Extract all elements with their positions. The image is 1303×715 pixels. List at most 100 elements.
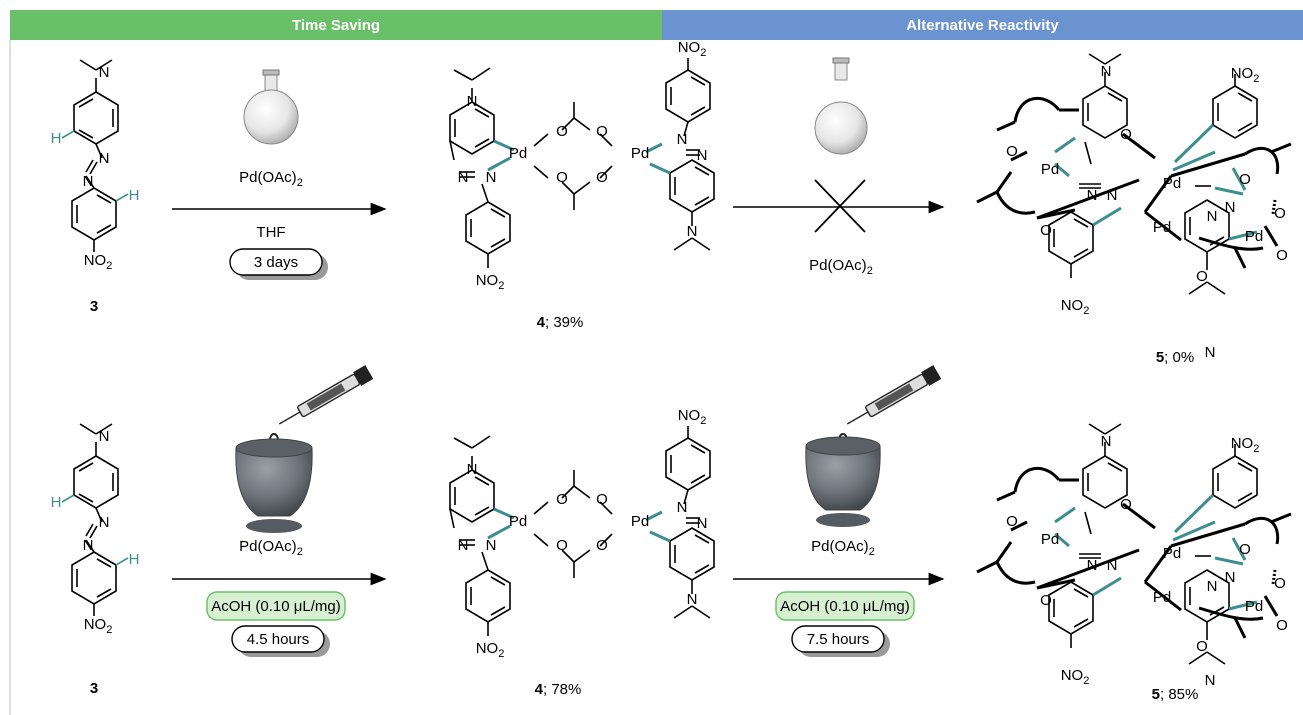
time-badge <box>791 625 885 653</box>
atom-n-amine-left: N <box>467 461 478 478</box>
atom-o-c: O <box>1239 541 1251 558</box>
atom-n-azo-1: N <box>1087 187 1098 204</box>
atom-n-amine-right: N <box>687 223 698 240</box>
atom-n-amine-top: N <box>1101 433 1112 450</box>
compound-5-atoms: N O Pd O N N Pd O N N O Pd Pd O O O N NO… <box>1006 433 1288 689</box>
atom-pd-2: Pd <box>1163 175 1181 192</box>
atom-n-azo-4: N <box>1225 569 1236 586</box>
time-label: 7.5 hours <box>807 631 870 648</box>
atom-o-g: O <box>1196 638 1208 655</box>
step-2-conditions: Pd(OAc)2 <box>733 57 945 277</box>
atom-n-azo-left-2: N <box>486 537 497 554</box>
atom-o-2: O <box>596 491 608 508</box>
time-label: 4.5 hours <box>247 631 310 648</box>
atom-o-d: O <box>1040 222 1052 239</box>
atom-o-c: O <box>1239 171 1251 188</box>
atom-n-azo-right-1: N <box>677 499 688 516</box>
nitro-group: NO2 <box>84 616 113 636</box>
header-time-saving: Time Saving <box>10 10 662 40</box>
atom-n-amine: N <box>99 64 110 81</box>
compound-4-structure <box>448 424 716 638</box>
product-label-5: 5; 0% <box>1156 349 1194 366</box>
atom-n-azo-left-1: N <box>458 537 469 554</box>
atom-n-amine-right: N <box>687 591 698 608</box>
product-label-5: 5; 85% <box>1152 686 1199 703</box>
atom-o-4: O <box>596 537 608 554</box>
atom-n-amine: N <box>99 428 110 445</box>
nitro-group-top: NO2 <box>678 39 707 59</box>
atom-n-azo-1: N <box>99 514 110 531</box>
atom-h-1: H <box>51 494 62 511</box>
atom-pd-right: Pd <box>631 145 649 162</box>
product-label-4: 4; 78% <box>535 681 582 698</box>
atom-n-azo-4: N <box>1225 199 1236 216</box>
atom-h-1: H <box>51 130 62 147</box>
atom-n-azo-2: N <box>1107 187 1118 204</box>
atom-n-azo-2: N <box>83 537 94 554</box>
time-badge <box>229 248 323 276</box>
atom-n-azo-right-2: N <box>697 147 708 164</box>
compound-label-3: 3 <box>90 298 98 315</box>
atom-o-e: O <box>1274 575 1286 592</box>
nitro-group-bottom: NO2 <box>476 640 505 660</box>
mortar-syringe-icon <box>805 365 942 527</box>
atom-o-b: O <box>1120 496 1132 513</box>
row-2: N N N H H NO2 3 <box>51 365 1293 703</box>
compound-4-atoms: N N N Pd Pd O O O O N N N NO2 NO2 <box>458 407 708 660</box>
nitro-group-bottom: NO2 <box>476 272 505 292</box>
reagent-label: Pd(OAc)2 <box>239 169 303 189</box>
step-1-conditions: Pd(OAc)2 AcOH (0.10 μL/mg) 4.5 hours <box>172 365 387 657</box>
atom-n-azo-3: N <box>1207 208 1218 225</box>
nitro-group-top: NO2 <box>1231 435 1260 455</box>
compound-5-atoms: N O Pd O N N Pd O N N O Pd Pd O O O N NO… <box>1006 63 1288 361</box>
atom-o-f: O <box>1276 617 1288 634</box>
atom-pd-4: Pd <box>1245 598 1263 615</box>
time-label: 3 days <box>254 254 298 271</box>
compound-4-structure <box>448 56 716 270</box>
solvent-label: THF <box>256 224 285 241</box>
atom-pd-left: Pd <box>509 145 527 162</box>
reagent-label: Pd(OAc)2 <box>811 538 875 558</box>
atom-o-e: O <box>1274 205 1286 222</box>
additive-label: AcOH (0.10 μL/mg) <box>211 598 341 615</box>
atom-o-f: O <box>1276 247 1288 264</box>
reagent-label: Pd(OAc)2 <box>809 257 873 277</box>
atom-o-1: O <box>556 123 568 140</box>
compound-3-structure <box>61 423 129 617</box>
compound-3-atoms: N N N H H NO2 <box>51 428 140 636</box>
atom-o-d: O <box>1040 592 1052 609</box>
step-2-conditions: Pd(OAc)2 AcOH (0.10 μL/mg) 7.5 hours <box>733 365 945 657</box>
step-1-conditions: Pd(OAc)2 THF 3 days <box>172 69 387 280</box>
additive-badge <box>206 591 346 621</box>
additive-badge <box>775 591 915 621</box>
compound-3-atoms: N N N H H NO2 <box>51 64 140 272</box>
atom-o-2: O <box>596 123 608 140</box>
atom-n-azo-3: N <box>1207 578 1218 595</box>
atom-pd-4: Pd <box>1245 228 1263 245</box>
atom-n-amine-bottom: N <box>1205 672 1216 689</box>
atom-o-1: O <box>556 491 568 508</box>
atom-n-azo-2: N <box>1107 557 1118 574</box>
atom-n-azo-2: N <box>83 173 94 190</box>
round-bottom-flask-icon <box>243 69 299 145</box>
nitro-group-top: NO2 <box>1231 65 1260 85</box>
atom-n-azo-left-1: N <box>458 169 469 186</box>
atom-n-azo-left-2: N <box>486 169 497 186</box>
atom-pd-1: Pd <box>1041 531 1059 548</box>
atom-n-azo-right-2: N <box>697 515 708 532</box>
atom-pd-3: Pd <box>1153 219 1171 236</box>
mortar-syringe-icon <box>235 365 374 533</box>
header-alternative-reactivity: Alternative Reactivity <box>662 10 1303 40</box>
nitro-group-bottom: NO2 <box>1061 667 1090 687</box>
atom-o-g: O <box>1196 268 1208 285</box>
reagent-label: Pd(OAc)2 <box>239 538 303 558</box>
nitro-group-top: NO2 <box>678 407 707 427</box>
additive-label: AcOH (0.10 μL/mg) <box>780 598 910 615</box>
compound-3-structure <box>61 59 129 253</box>
nitro-group-bottom: NO2 <box>1061 297 1090 317</box>
row-1: N N N H H NO2 3 Pd(OAc)2 THF 3 <box>51 39 1293 366</box>
atom-o-a: O <box>1006 143 1018 160</box>
atom-n-azo-1: N <box>1087 557 1098 574</box>
